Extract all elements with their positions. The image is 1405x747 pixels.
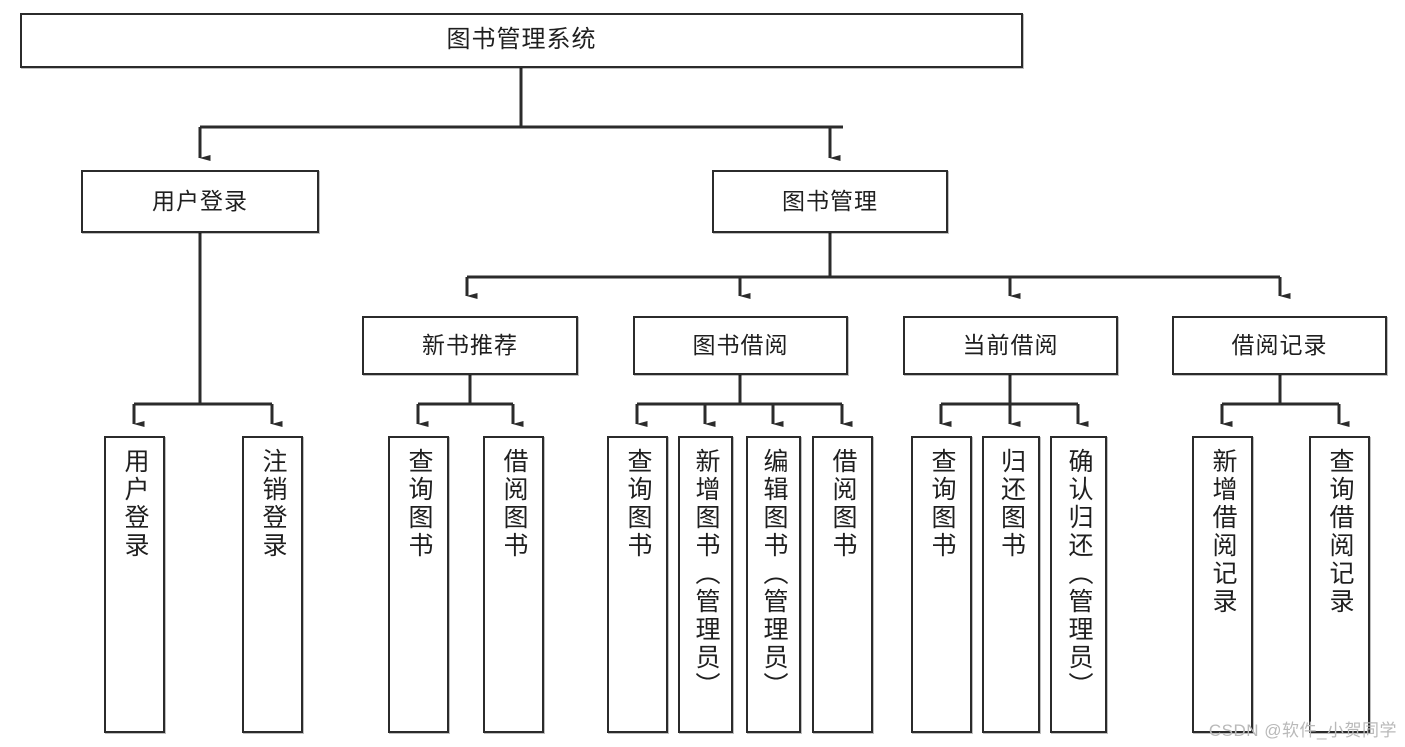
- leaf-user-login-signout[interactable]: 注销登录: [242, 436, 303, 733]
- leaf-new-book-query[interactable]: 查询图书: [388, 436, 449, 733]
- node-borrow-record[interactable]: 借阅记录: [1172, 316, 1387, 375]
- node-label: 归还图书: [997, 448, 1026, 560]
- node-label: 借阅图书: [829, 448, 857, 560]
- leaf-book-borrow-add[interactable]: 新增图书（管理员）: [678, 436, 733, 733]
- node-label: 图书管理系统: [446, 26, 597, 54]
- node-label: 当前借阅: [962, 331, 1059, 358]
- node-label: 编辑图书（管理员）: [760, 448, 788, 700]
- node-label: 查询图书: [624, 448, 652, 560]
- node-label: 查询图书: [928, 448, 956, 560]
- node-label: 注销登录: [259, 448, 287, 560]
- leaf-borrow-record-query[interactable]: 查询借阅记录: [1309, 436, 1370, 733]
- node-label: 确认归还（管理员）: [1065, 448, 1093, 700]
- leaf-book-borrow-query[interactable]: 查询图书: [607, 436, 668, 733]
- node-label: 查询图书: [405, 448, 433, 560]
- node-label: 用户登录: [121, 448, 149, 560]
- leaf-borrow-record-add[interactable]: 新增借阅记录: [1192, 436, 1253, 733]
- node-book-management[interactable]: 图书管理: [712, 170, 948, 233]
- leaf-user-login-signin[interactable]: 用户登录: [104, 436, 165, 733]
- node-label: 用户登录: [152, 187, 248, 214]
- leaf-current-borrow-query[interactable]: 查询图书: [911, 436, 972, 733]
- node-label: 图书管理: [782, 187, 878, 214]
- leaf-current-borrow-return[interactable]: 归还图书: [982, 436, 1040, 733]
- csdn-watermark: CSDN @软件_小贺同学: [1208, 721, 1397, 740]
- node-label: 查询借阅记录: [1326, 448, 1354, 616]
- node-user-login[interactable]: 用户登录: [81, 170, 319, 233]
- node-current-borrow[interactable]: 当前借阅: [903, 316, 1118, 375]
- node-label: 新增图书（管理员）: [692, 448, 720, 700]
- node-book-management-system[interactable]: 图书管理系统: [20, 13, 1023, 68]
- leaf-current-borrow-confirm[interactable]: 确认归还（管理员）: [1050, 436, 1107, 733]
- node-label: 借阅记录: [1231, 331, 1328, 358]
- node-book-borrow[interactable]: 图书借阅: [633, 316, 848, 375]
- node-label: 新增借阅记录: [1209, 448, 1237, 616]
- leaf-new-book-borrow[interactable]: 借阅图书: [483, 436, 544, 733]
- leaf-book-borrow-lend[interactable]: 借阅图书: [812, 436, 873, 733]
- node-new-book-recommend[interactable]: 新书推荐: [362, 316, 578, 375]
- node-label: 借阅图书: [500, 448, 528, 560]
- node-label: 新书推荐: [422, 331, 518, 358]
- leaf-book-borrow-edit[interactable]: 编辑图书（管理员）: [746, 436, 801, 733]
- node-label: 图书借阅: [692, 331, 789, 358]
